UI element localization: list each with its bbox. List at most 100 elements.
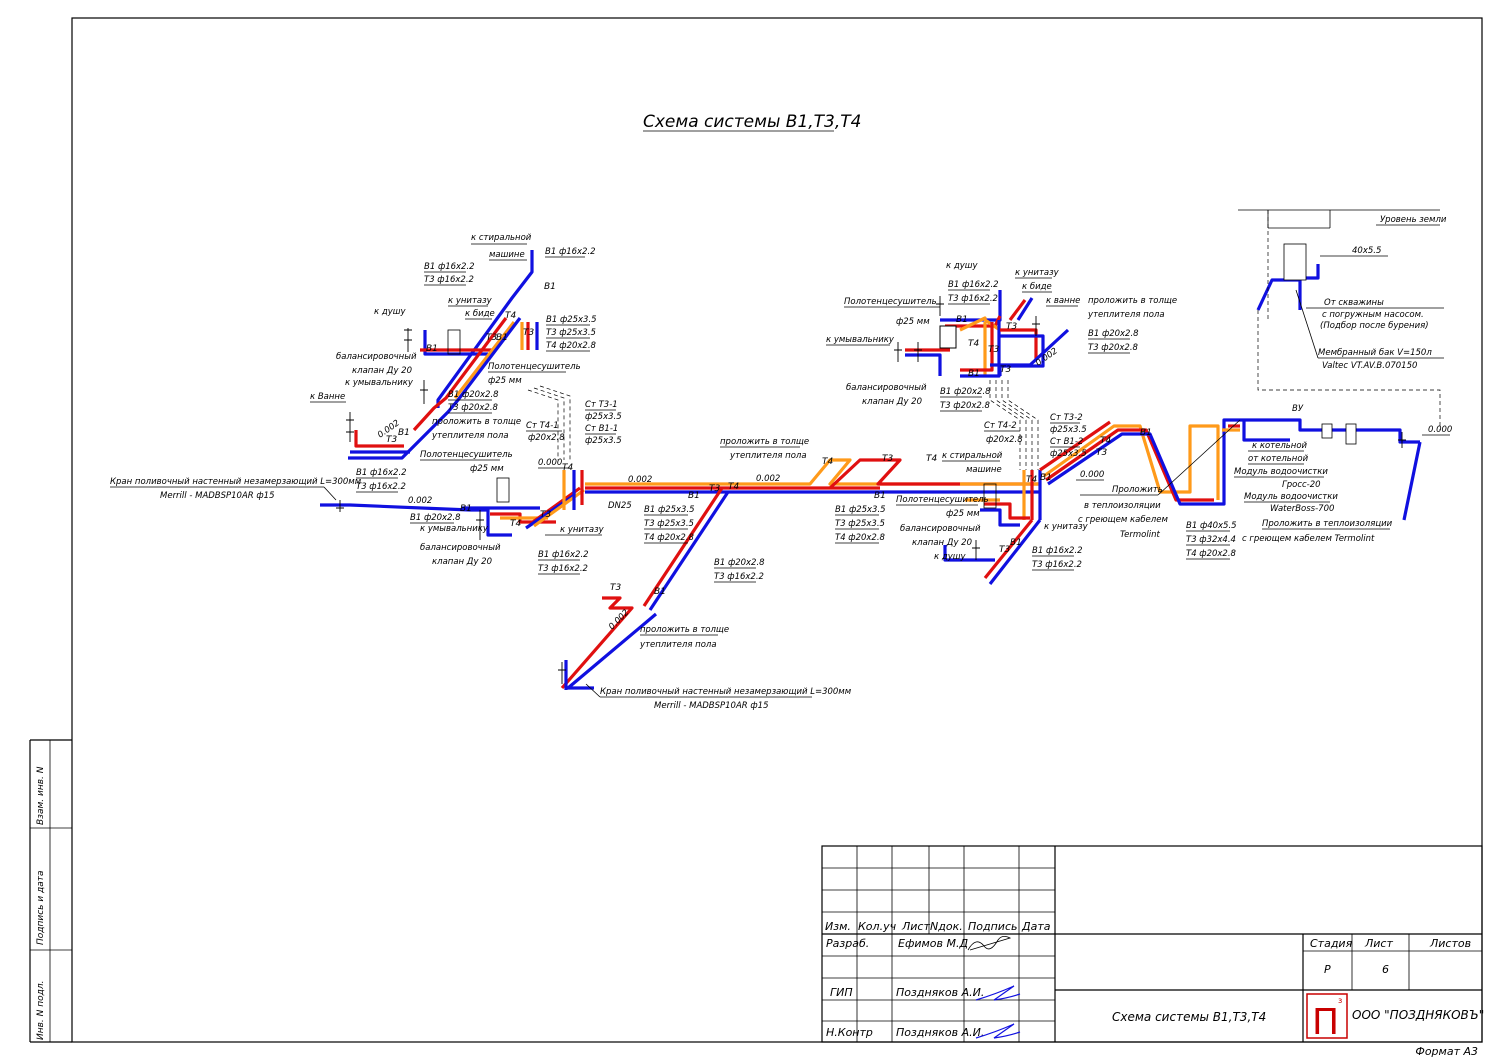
st-t3-2-l3: Ст В1-2 <box>1050 437 1083 447</box>
k-unitazu-4: к унитазу <box>1015 268 1060 278</box>
bal-valve-1-l2: клапан Ду 20 <box>352 366 412 376</box>
towel-rail-1-icon <box>447 329 461 355</box>
tb-role-1: ГИП <box>830 986 853 999</box>
spec-16-d-1: В1 ф16х2.2 <box>1032 546 1083 556</box>
drawing-title: Схема системы В1,Т3,Т4 <box>643 112 861 132</box>
tag-t3-i: Т3 <box>1096 448 1107 458</box>
module-1-l2: Гросс-20 <box>1282 480 1321 490</box>
tag-b1-a: В1 <box>544 282 556 292</box>
tag-t4-f: Т4 <box>926 454 937 464</box>
tb-sheet: 6 <box>1382 963 1389 976</box>
lvl-000-c: 0.000 <box>1428 425 1452 435</box>
logo-sup: з <box>1338 996 1342 1005</box>
pipes-left-upper <box>348 250 539 460</box>
tag-t3-a: Т3 <box>523 328 534 338</box>
signature-2 <box>975 985 1021 1001</box>
side-stamp: Взам. инв. N Подпись и дата Инв. N подл. <box>29 739 72 1043</box>
spec-40-2: Т3 ф32х4.4 <box>1186 535 1236 545</box>
towel-rail-2-icon <box>496 477 510 503</box>
k-kotel: к котельной <box>1252 441 1308 451</box>
spec-25-b-3: Т4 ф20х2.8 <box>644 533 695 543</box>
washer2-l2: машине <box>966 465 1002 475</box>
tag-t4-d: Т4 <box>728 482 739 492</box>
kran-1-l2: Merrill - MADBSP10AR ф15 <box>160 491 274 501</box>
valve-icon <box>1398 432 1406 448</box>
tag-b1-g: В1 <box>654 587 666 597</box>
st-t4-1-l1: Ст Т4-1 <box>526 421 559 431</box>
module-2-l1: Модуль водоочистки <box>1244 492 1338 502</box>
tag-t3-j: Т3 <box>1006 322 1017 332</box>
tag-b1-m: В1 <box>968 369 980 379</box>
spec-25-1: В1 ф25х3.5 <box>546 315 597 325</box>
annotations: к стиральной машине В1 ф16х2.2 В1 В1 ф16… <box>110 215 1452 711</box>
spec-16-c-2: Т3 ф16х2.2 <box>538 564 588 574</box>
k-dushu-4: к душу <box>946 261 979 271</box>
pipes-left-lower <box>320 486 585 537</box>
spec-20-d-1: В1 ф20х2.8 <box>940 387 991 397</box>
tag-b1-f: В1 <box>688 491 700 501</box>
vu-label: ВУ <box>1292 404 1304 414</box>
hose-1-icon <box>336 500 344 512</box>
tb-sheets-head: Листов <box>1429 937 1471 950</box>
k-umyv-2: к умывальнику <box>420 524 489 534</box>
spec-40-3: Т4 ф20х2.8 <box>1186 549 1237 559</box>
sink-2-icon <box>476 510 484 540</box>
tb-sheet-title: Схема системы В1,Т3,Т4 <box>1112 1010 1266 1024</box>
shower-4-icon <box>936 296 944 316</box>
spec-16-b-1: В1 ф16х2.2 <box>356 468 407 478</box>
polot-3-l1: Полотенцесушитель <box>896 495 989 505</box>
tag-t3-d: Т3 <box>540 510 551 520</box>
spec-top-left-1: В1 ф16х2.2 <box>424 262 475 272</box>
side-podpis: Подпись и дата <box>36 870 46 945</box>
tb-company: ООО "ПОЗДНЯКОВЪ" <box>1352 1008 1484 1022</box>
ot-kotel: от котельной <box>1248 454 1309 464</box>
tag-t4-b: Т4 <box>510 519 521 529</box>
spec-20-c-1: В1 ф20х2.8 <box>1088 329 1139 339</box>
b1-16-top: В1 ф16х2.2 <box>545 247 596 257</box>
bal-valve-3-l2: клапан Ду 20 <box>912 538 972 548</box>
tb-kol: Кол.уч <box>858 920 897 933</box>
tb-role-0: Разраб. <box>826 937 869 950</box>
format-label: Формат А3 <box>1415 1045 1478 1058</box>
bal-valve-2-l2: клапан Ду 20 <box>432 557 492 567</box>
tag-t3-g: Т3 <box>882 454 893 464</box>
prolozh-heat-2-l2: с греющем кабелем Termolint <box>1242 534 1375 544</box>
prolozh-heat-2-l1: Проложить в теплоизоляции <box>1262 519 1393 529</box>
k-unitazu-3: к унитазу <box>1044 522 1089 532</box>
signature-1 <box>967 936 1012 951</box>
shower-3-icon <box>972 540 980 560</box>
slope-d: 0.002 <box>756 474 780 484</box>
st-t3-2-l4: ф25х3.5 <box>1050 449 1087 459</box>
tag-t3-b: Т3 <box>486 333 497 343</box>
spec-16-e-2: Т3 ф16х2.2 <box>948 294 998 304</box>
spec-16-c-1: В1 ф16х2.2 <box>538 550 589 560</box>
linework-dashed <box>527 209 1441 470</box>
spec-20-c-2: Т3 ф20х2.8 <box>1088 343 1139 353</box>
tag-t4-a: Т4 <box>505 311 516 321</box>
spec-25-b-2: Т3 ф25х3.5 <box>644 519 694 529</box>
ground-level: Уровень земли <box>1380 215 1447 225</box>
side-inv: Инв. N подл. <box>36 981 46 1040</box>
spec-20-a-1: В1 ф20х2.8 <box>448 390 499 400</box>
prolozh-2-l2: утеплителя пола <box>729 451 807 461</box>
tb-podpis: Подпись <box>968 920 1017 933</box>
k-umyv-4: к умывальнику <box>826 335 895 345</box>
st-t3-2-l1: Ст Т3-2 <box>1050 413 1083 423</box>
sink-1-icon <box>420 380 428 404</box>
drawing-frame <box>71 17 1483 1043</box>
k-dushu: к душу <box>374 307 407 317</box>
towel-rail-3-icon <box>983 483 997 509</box>
tag-t3-k: Т3 <box>988 345 999 355</box>
spec-25-c-3: Т4 ф20х2.8 <box>835 533 886 543</box>
tag-t4-e: Т4 <box>822 457 833 467</box>
st-t4-2-l1: Ст Т4-2 <box>984 421 1017 431</box>
side-vzam: Взам. инв. N <box>36 766 46 825</box>
bal-valve-3-l1: балансировочный <box>900 524 981 534</box>
tag-t3-e: Т3 <box>709 484 720 494</box>
tag-t4-c: Т4 <box>562 463 573 473</box>
bal-valve-2-l1: балансировочный <box>420 543 501 553</box>
polot-1-l2: ф25 мм <box>488 376 522 386</box>
shower-1-icon <box>404 328 412 352</box>
prolozh-heat-l1: Проложить <box>1112 485 1163 495</box>
